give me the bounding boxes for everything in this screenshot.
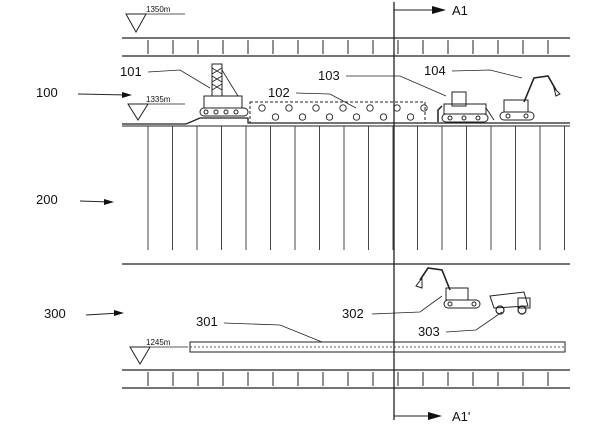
elevation-marker-bench: 1335m — [127, 95, 185, 121]
callout-104-text: 104 — [424, 63, 446, 78]
zone-label-100: 100 — [36, 85, 132, 100]
blast-hole — [420, 104, 428, 112]
callout-302-text: 302 — [342, 306, 364, 321]
blast-hole — [339, 104, 347, 112]
elevation-label-top: 1350m — [146, 5, 171, 14]
callout-102: 102 — [268, 85, 357, 109]
blast-hole — [298, 113, 307, 121]
elevation-label-bottom: 1245m — [146, 338, 171, 347]
blast-hole — [285, 104, 293, 112]
blast-hole — [325, 113, 334, 121]
section-label-top: A1 — [452, 3, 468, 18]
excavator-icon — [415, 267, 481, 309]
callout-102-text: 102 — [268, 85, 290, 100]
callout-103-text: 103 — [318, 68, 340, 83]
blast-hole — [366, 104, 374, 112]
callout-103: 103 — [318, 68, 447, 97]
blast-hole — [312, 104, 320, 112]
blast-hole — [271, 113, 280, 121]
callout-303: 303 — [418, 311, 503, 339]
callout-104: 104 — [424, 63, 523, 79]
drill-rig-icon — [199, 63, 249, 117]
zone-200-grid — [122, 126, 570, 265]
elevation-marker-bottom: 1245m — [129, 338, 188, 365]
excavator-icon — [499, 75, 561, 121]
blast-zone — [249, 101, 428, 124]
zone-300-text: 300 — [44, 306, 66, 321]
bulldozer-icon — [437, 91, 495, 123]
bottom-ruler — [122, 369, 570, 389]
callout-301: 301 — [196, 314, 323, 343]
dump-truck-icon — [489, 291, 531, 315]
callout-301-text: 301 — [196, 314, 218, 329]
zone-200-text: 200 — [36, 192, 58, 207]
elevation-marker-top: 1350m — [125, 5, 185, 34]
blast-hole — [379, 113, 388, 121]
blast-hole — [258, 104, 266, 112]
callout-302: 302 — [342, 295, 443, 321]
section-line: A1 A1' — [393, 2, 470, 424]
zone-label-200: 200 — [36, 192, 114, 207]
callout-303-text: 303 — [418, 324, 440, 339]
blast-hole — [352, 113, 361, 121]
callout-101-text: 101 — [120, 64, 142, 79]
elevation-label-bench: 1335m — [146, 95, 171, 104]
bench-surface — [122, 117, 570, 127]
conveyor-301 — [189, 341, 566, 353]
zone-label-300: 300 — [44, 306, 124, 321]
top-ruler — [122, 37, 570, 57]
zone-100-text: 100 — [36, 85, 58, 100]
blast-hole — [406, 113, 415, 121]
blast-hole — [393, 104, 401, 112]
section-label-bottom: A1' — [452, 409, 470, 424]
callout-101: 101 — [120, 64, 211, 89]
